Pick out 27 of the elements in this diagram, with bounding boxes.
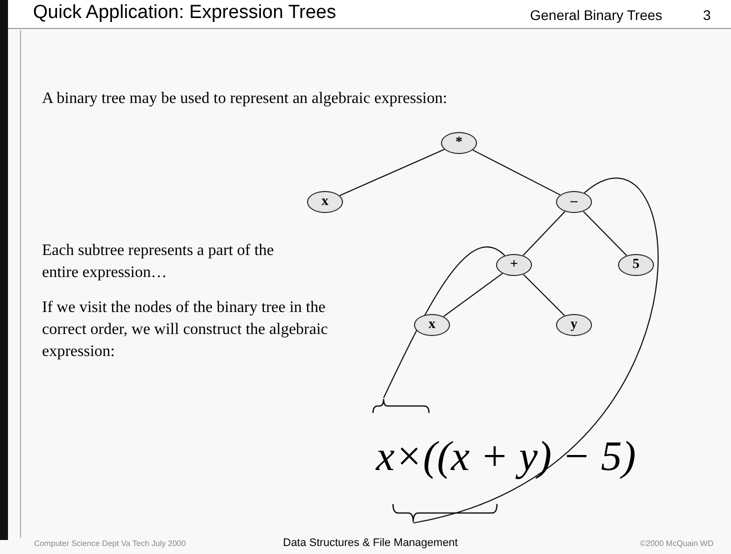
footer-text: Data Structures & File Management xyxy=(283,537,458,549)
header-subtitle: General Binary Trees xyxy=(530,7,662,23)
leader-line xyxy=(413,178,659,524)
body-text: A binary tree may be used to represent an algebraic expression: xyxy=(42,90,448,108)
slide-title: Quick Application: Expression Trees xyxy=(33,2,336,24)
tree-edge xyxy=(522,211,566,256)
tree-node: x xyxy=(414,314,450,336)
page-number: 3 xyxy=(703,7,711,23)
tree-edge xyxy=(443,273,503,317)
tree-node: x xyxy=(307,191,343,213)
footer-text: ©2000 McQuain WD xyxy=(640,539,714,548)
tree-edge xyxy=(339,148,445,196)
curly-brace xyxy=(392,503,498,523)
body-text: If we visit the nodes of the binary tree in the correct order, we will construct the algebraic expression: xyxy=(42,298,329,362)
tree-edge xyxy=(523,274,565,316)
curly-brace xyxy=(372,398,430,414)
formula: x×((x + y) − 5) xyxy=(376,433,636,481)
body-text: Each subtree represents a part of the entire expression… xyxy=(42,241,275,283)
tree-node: + xyxy=(496,254,532,276)
tree-node: * xyxy=(441,132,477,154)
tree-node: 5 xyxy=(618,254,654,276)
leader-line xyxy=(383,246,506,398)
tree-node: – xyxy=(556,191,592,213)
tree-edge xyxy=(582,211,628,256)
footer-text: Computer Science Dept Va Tech July 2000 xyxy=(34,539,186,548)
tree-node: y xyxy=(556,314,592,336)
tree-edge xyxy=(472,150,560,196)
